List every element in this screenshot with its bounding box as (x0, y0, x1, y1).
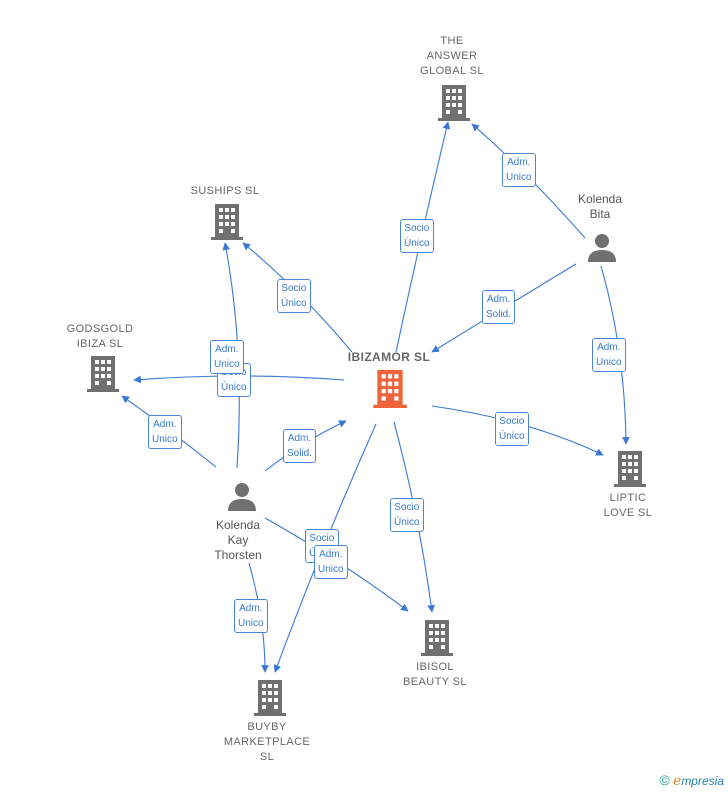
edge-label-bita-answer[interactable]: Adm. Unico (502, 153, 536, 187)
building-icon-answer[interactable] (438, 85, 470, 121)
brand-text: mpresia (681, 774, 724, 788)
edge-label-kay-ibisol[interactable]: Adm. Unico (314, 545, 348, 579)
edge-label-bita-center[interactable]: Adm. Solid. (482, 290, 516, 324)
person-icon-kay[interactable] (227, 481, 257, 511)
node-label-godsgold: GODSGOLD IBIZA SL (66, 323, 134, 350)
building-icon-buyby[interactable] (254, 680, 286, 716)
node-label-buyby: BUYBY MARKETPLACE SL (223, 721, 311, 763)
edge-label-center-suships[interactable]: Socio Único (277, 279, 311, 313)
edge-label-kay-buyby[interactable]: Adm. Unico (234, 599, 268, 633)
edge-label-kay-suships[interactable]: Adm. Unico (210, 340, 244, 374)
edge-label-center-liptic[interactable]: Socio Único (495, 412, 529, 446)
edge-label-center-answer[interactable]: Socio Único (400, 219, 434, 253)
node-label-liptic: LIPTIC LOVE SL (603, 492, 653, 519)
edge-label-kay-godsgold[interactable]: Adm. Unico (148, 415, 182, 449)
person-icon-bita[interactable] (587, 232, 617, 262)
person-label-kay: Kolenda Kay Thorsten (214, 518, 262, 562)
building-icon-suships[interactable] (211, 204, 243, 240)
copyright-symbol: © (659, 772, 670, 788)
building-icon-godsgold[interactable] (87, 356, 119, 392)
node-label-answer: THE ANSWER GLOBAL SL (420, 35, 484, 77)
building-icon-center[interactable] (373, 370, 407, 408)
person-label-bita: Kolenda Bita (577, 192, 623, 221)
edge-label-kay-center[interactable]: Adm. Solid. (283, 429, 317, 463)
building-icon-ibisol[interactable] (421, 620, 453, 656)
node-label-suships: SUSHIPS SL (190, 185, 260, 197)
node-label-ibisol: IBISOL BEAUTY SL (403, 661, 467, 688)
edge-label-center-ibisol[interactable]: Socio Único (390, 498, 424, 532)
brand-logo: © empresia (659, 772, 724, 789)
edge-label-bita-liptic[interactable]: Adm. Unico (592, 338, 626, 372)
node-label-center: IBIZAMOR SL (347, 350, 431, 364)
brand-e: e (673, 773, 682, 789)
building-icon-liptic[interactable] (614, 451, 646, 487)
